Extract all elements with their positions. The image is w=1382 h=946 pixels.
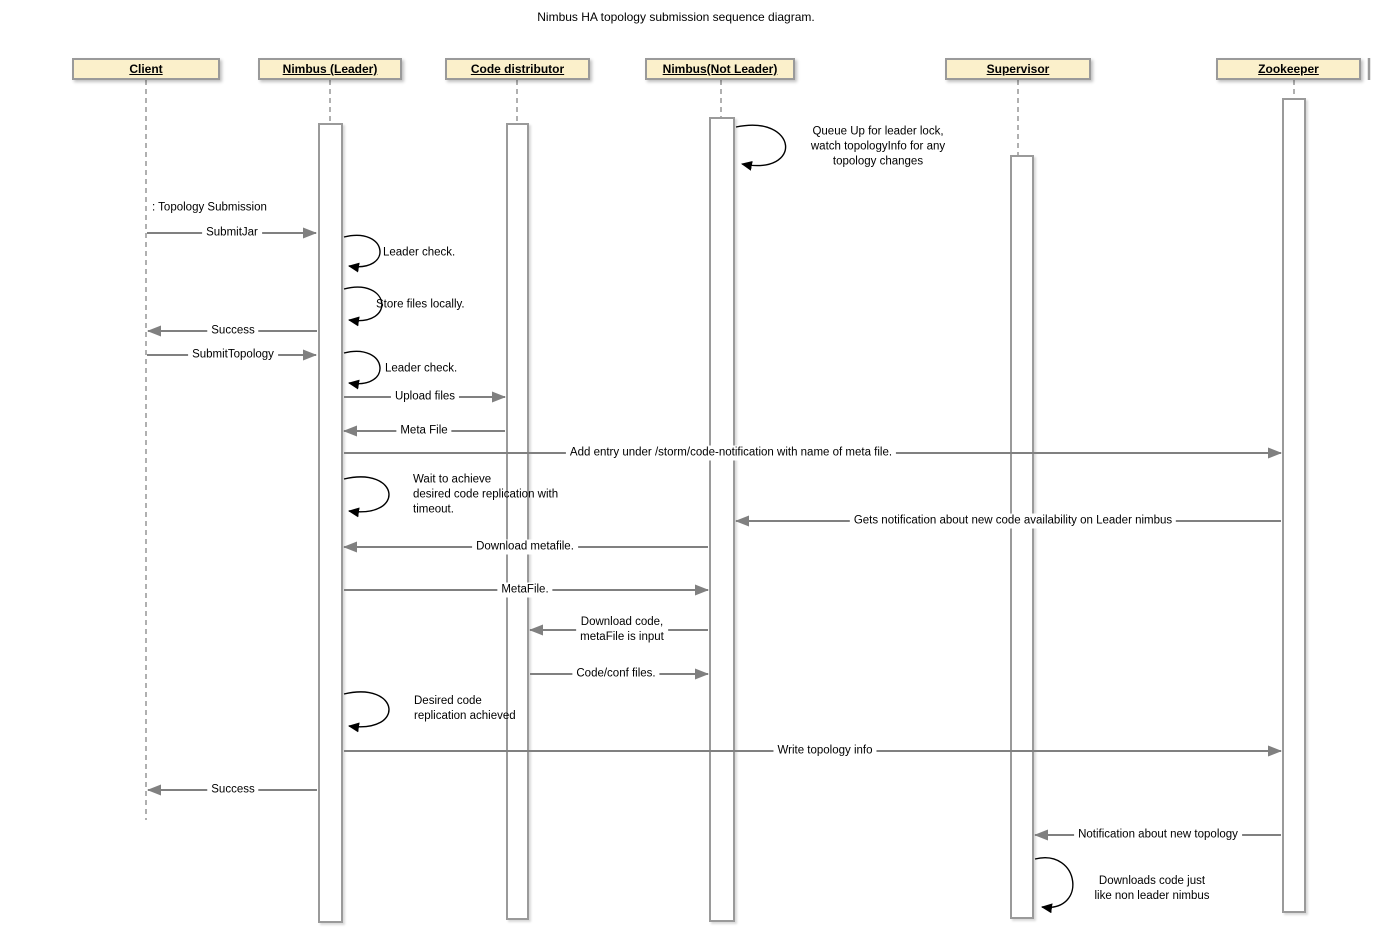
self-label-leader-check-1: Leader check. bbox=[383, 246, 456, 259]
activation-nimbus-leader bbox=[318, 123, 343, 923]
self-loop-desired-replication-achieved bbox=[343, 691, 390, 733]
message-label-success-1: Success bbox=[207, 323, 259, 339]
message-label-metafile: MetaFile. bbox=[497, 582, 553, 598]
message-label-success-2: Success bbox=[207, 782, 259, 798]
actor-nimbus-not-leader: Nimbus(Not Leader) bbox=[645, 58, 795, 80]
note-topology-submission: : Topology Submission bbox=[152, 201, 267, 214]
message-label-code-conf-files: Code/conf files. bbox=[572, 666, 660, 682]
activation-supervisor bbox=[1010, 155, 1034, 919]
message-label-add-entry: Add entry under /storm/code-notification… bbox=[565, 445, 897, 461]
actor-code-distributor: Code distributor bbox=[445, 58, 590, 80]
self-loop-leader-check-1 bbox=[343, 234, 381, 273]
diagram-title: Nimbus HA topology submission sequence d… bbox=[537, 10, 815, 24]
self-loop-downloads-code bbox=[1034, 857, 1074, 914]
self-loop-wait-code-replication bbox=[343, 476, 390, 518]
activation-code-distributor bbox=[506, 123, 529, 920]
self-label-wait-code-replication: Wait to achieve desired code replication… bbox=[413, 473, 559, 516]
self-label-queue-up-leader-lock: Queue Up for leader lock, watch topology… bbox=[810, 125, 946, 168]
message-label-gets-notification: Gets notification about new code availab… bbox=[849, 513, 1177, 529]
message-label-submittopology: SubmitTopology bbox=[188, 347, 278, 363]
message-label-submitjar: SubmitJar bbox=[202, 225, 262, 241]
actor-nimbus-leader: Nimbus (Leader) bbox=[258, 58, 402, 80]
self-loop-leader-check-2 bbox=[343, 350, 381, 390]
message-label-upload-files: Upload files bbox=[390, 389, 460, 405]
self-label-desired-replication-achieved: Desired code replication achieved bbox=[414, 695, 516, 722]
self-label-leader-check-2: Leader check. bbox=[385, 362, 458, 375]
actor-client: Client bbox=[72, 58, 220, 80]
activation-zookeeper bbox=[1282, 98, 1306, 913]
message-label-download-metafile: Download metafile. bbox=[472, 539, 578, 555]
message-label-notification-new-topology: Notification about new topology bbox=[1074, 827, 1242, 843]
activation-nimbus-not-leader bbox=[709, 117, 735, 922]
actor-supervisor: Supervisor bbox=[945, 58, 1091, 80]
message-label-meta-file: Meta File bbox=[396, 423, 452, 439]
actor-zookeeper: Zookeeper bbox=[1216, 58, 1361, 80]
self-label-downloads-code: Downloads code just like non leader nimb… bbox=[1094, 875, 1210, 902]
self-label-store-files-locally: Store files locally. bbox=[376, 298, 465, 311]
message-label-download-code: Download code, metaFile is input bbox=[576, 615, 668, 645]
self-loop-queue-up-leader-lock bbox=[735, 124, 787, 171]
message-label-write-topology-info: Write topology info bbox=[773, 743, 877, 759]
